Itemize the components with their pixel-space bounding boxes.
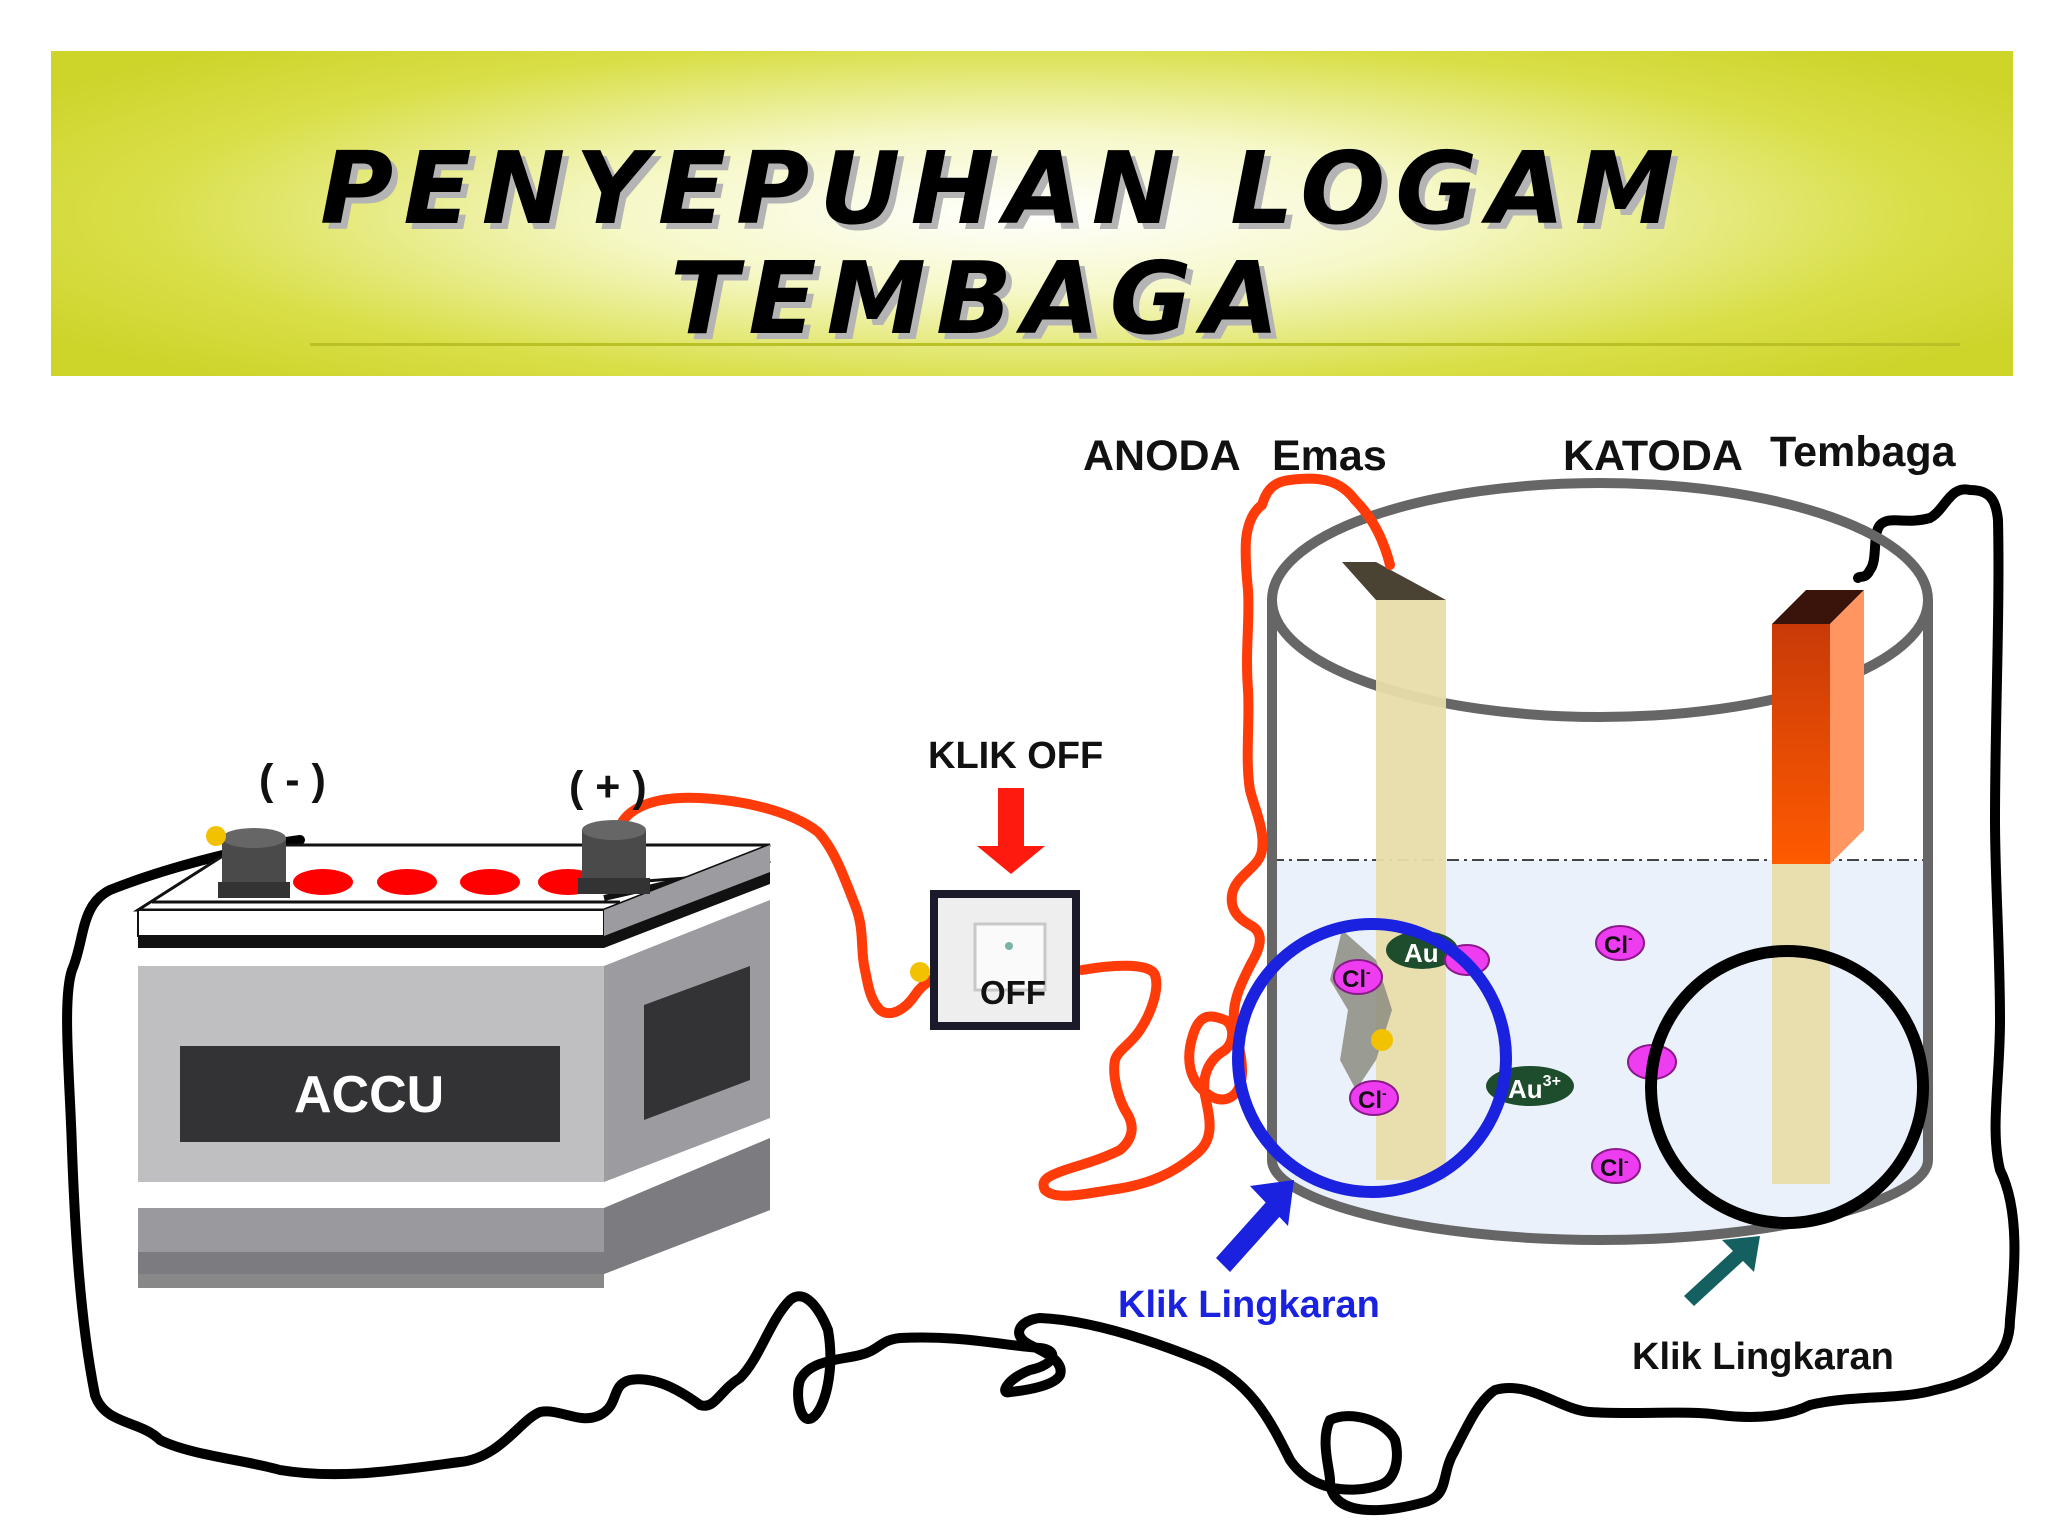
katoda-label: KATODA [1563, 432, 1743, 480]
chloride-ion: Cl- [1333, 959, 1383, 995]
beaker-wall [1267, 600, 1933, 1246]
positive-terminal-label: ( + ) [569, 763, 647, 811]
battery-label: ACCU [294, 1066, 445, 1124]
chloride-ion: Cl- [1591, 1148, 1641, 1184]
anoda-material-label: Emas [1272, 432, 1387, 480]
switch-terminal-dot [910, 962, 930, 982]
battery-cap [293, 869, 353, 895]
negative-terminal-label: ( - ) [259, 756, 326, 804]
anode-wire [1038, 473, 1395, 1201]
chloride-ion: Cl- [1595, 925, 1645, 961]
title-banner [51, 51, 2013, 376]
klik-lingkaran-cathode-label[interactable]: Klik Lingkaran [1632, 1336, 1894, 1378]
chloride-ion: Cl- [1349, 1080, 1399, 1116]
light-switch[interactable] [910, 890, 1080, 1030]
red-down-arrow [977, 788, 1045, 874]
cathode-highlight-circle[interactable] [1645, 945, 1929, 1229]
svg-text:Cl-: Cl- [1604, 930, 1633, 959]
negative-terminal [206, 826, 290, 898]
anode-highlight-circle[interactable] [1232, 918, 1512, 1198]
teal-arrow [1684, 1236, 1760, 1306]
katoda-material-label: Tembaga [1770, 428, 1956, 476]
blue-arrow [1216, 1180, 1294, 1272]
outer-circuit-wire [62, 484, 2020, 1516]
battery-label-plate [180, 1046, 560, 1142]
copper-cathode-electrode [1772, 590, 1864, 1184]
battery-accu [132, 843, 771, 1288]
beaker-rim [1267, 478, 1933, 722]
gold-atom-dot [1371, 1029, 1393, 1051]
positive-wire [615, 792, 960, 1019]
title-underline [310, 343, 1960, 346]
klik-lingkaran-anode-label[interactable]: Klik Lingkaran [1118, 1284, 1380, 1326]
page-title: PENYEPUHAN LOGAM [320, 130, 1685, 247]
battery-cap [460, 869, 520, 895]
anoda-label: ANODA [1083, 432, 1241, 480]
switch-state-label: OFF [980, 974, 1046, 1011]
negative-terminal-dot [206, 826, 226, 846]
positive-terminal [578, 820, 650, 894]
svg-text:Cl-: Cl- [1358, 1085, 1387, 1114]
page-subtitle: TEMBAGA [670, 240, 1290, 357]
gold-ion: Au [1386, 931, 1458, 969]
klik-off-label[interactable]: KLIK OFF [928, 735, 1104, 777]
battery-cap [377, 869, 437, 895]
gold-anode-electrode [1342, 562, 1446, 1180]
